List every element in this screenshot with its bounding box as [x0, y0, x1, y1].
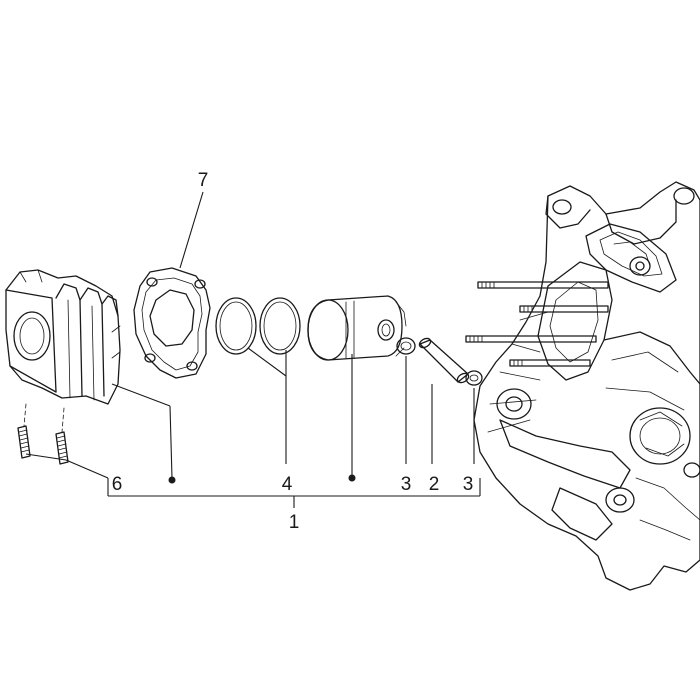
- dot-marker-cylinder: [168, 476, 176, 484]
- callout-piston-rings: 4: [282, 474, 293, 495]
- callout-clip-left: 3: [401, 474, 412, 495]
- piston-pin-drawing: [418, 337, 470, 384]
- crankcase-drawing: [465, 181, 700, 591]
- piston-rings-drawing: [215, 297, 301, 355]
- cylinder-drawing: [5, 269, 121, 405]
- callout-piston-pin: 2: [429, 474, 440, 495]
- callout-studs: 6: [112, 474, 123, 495]
- stud-bolts-drawing: [17, 403, 69, 465]
- circlip-right-drawing: [465, 370, 483, 386]
- cylinder-studs-drawing: [465, 281, 609, 367]
- callout-assembly: 1: [289, 512, 300, 533]
- circlip-left-drawing: [396, 337, 416, 355]
- head-gasket-drawing: [133, 267, 211, 379]
- callout-head-gasket: 7: [198, 170, 209, 191]
- leader-lines: [25, 191, 481, 508]
- callout-clip-right: 3: [463, 474, 474, 495]
- piston-drawing: [307, 295, 407, 361]
- dot-marker-piston: [348, 474, 356, 482]
